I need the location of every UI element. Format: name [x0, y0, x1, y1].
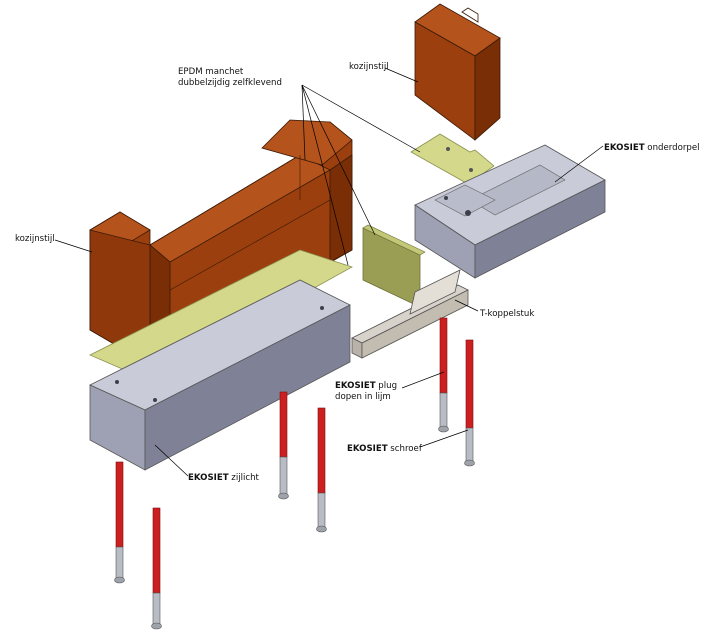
pin-5	[438, 317, 449, 433]
label-zijlicht-brand: EKOSIET	[188, 473, 229, 483]
leader-lines	[54, 67, 604, 477]
label-epdm-line2: dubbelzijdig zelfklevend	[178, 78, 282, 88]
label-zijlicht-text: zijlicht	[229, 473, 260, 483]
label-schroef: EKOSIET schroef	[347, 444, 423, 454]
pin-3	[278, 391, 289, 500]
label-schroef-text: schroef	[388, 444, 423, 454]
t-koppelstuk-part	[351, 269, 469, 359]
ekosiet-onderdorpel-part	[414, 144, 606, 279]
label-schroef-brand: EKOSIET	[347, 444, 388, 454]
screw-pins	[114, 317, 475, 630]
label-kozijnstijl-top: kozijnstijl	[349, 62, 389, 72]
pin-2	[151, 507, 162, 630]
ekosiet-zijlicht-part	[89, 279, 351, 471]
pin-1	[114, 461, 125, 584]
label-plug-line2: dopen in lijm	[335, 392, 391, 402]
label-plug-line1: EKOSIET plug	[335, 381, 397, 391]
label-onderdorpel-brand: EKOSIET	[604, 143, 645, 153]
label-zijlicht: EKOSIET zijlicht	[188, 473, 260, 483]
label-plug-text: plug	[376, 381, 397, 391]
pin-6	[464, 339, 475, 467]
label-plug-brand: EKOSIET	[335, 381, 376, 391]
label-epdm-line1: EPDM manchet	[178, 67, 244, 77]
kozijnstijl-left-part	[89, 119, 353, 366]
label-kozijnstijl-left: kozijnstijl	[15, 234, 55, 244]
kozijnstijl-top-part	[414, 3, 501, 141]
label-tkoppelstuk: T-koppelstuk	[479, 309, 534, 319]
label-onderdorpel: EKOSIET onderdorpel	[604, 143, 700, 153]
label-onderdorpel-text: onderdorpel	[645, 143, 700, 153]
pin-4	[316, 407, 327, 533]
